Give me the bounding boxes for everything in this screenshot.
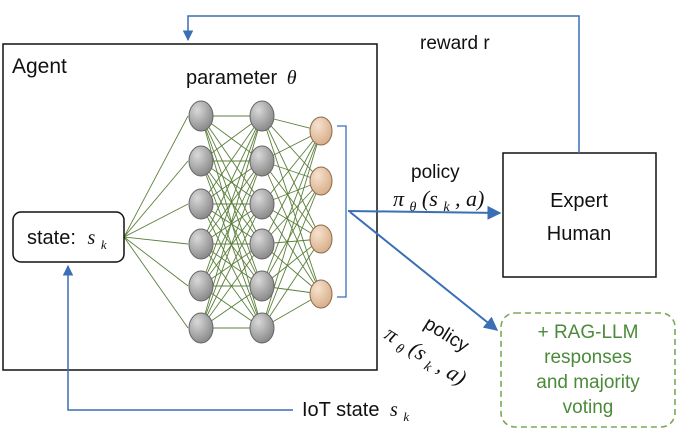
output-node: [309, 224, 333, 254]
output-edge: [261, 115, 322, 182]
input-edge: [123, 236, 189, 245]
output-bracket: [337, 125, 347, 298]
iot-state-label: IoT state s k: [302, 399, 409, 424]
hidden-node-layer-1: [188, 228, 214, 260]
hidden-edge: [200, 243, 263, 329]
hidden-edge: [200, 203, 263, 329]
input-edge: [123, 115, 189, 238]
rag-line-1: + RAG-LLM: [538, 322, 639, 343]
hidden-edge: [200, 115, 263, 205]
hidden-edge: [200, 160, 263, 329]
hidden-node-layer-1: [188, 270, 214, 302]
policy-arrow-expert: [347, 205, 502, 220]
neural-network: [188, 100, 333, 344]
hidden-edge: [200, 115, 263, 245]
output-edge: [261, 130, 322, 245]
hidden-edge: [200, 160, 263, 245]
output-edge: [261, 180, 322, 245]
output-edge: [261, 115, 322, 240]
output-edge: [261, 130, 322, 287]
state-box: [12, 211, 125, 263]
rag-llm-box: [500, 312, 676, 428]
rag-line-4: voting: [563, 397, 614, 418]
rag-line-3: and majority: [536, 372, 640, 393]
hidden-edge: [200, 115, 263, 287]
iot-state-arrow: [62, 264, 293, 411]
hidden-node-layer-2: [249, 228, 275, 260]
policy-diagonal-label: policy π θ (s k , a): [380, 313, 472, 390]
network-connections: [123, 115, 322, 329]
output-edge: [261, 238, 322, 329]
input-edge: [123, 203, 189, 238]
output-node: [309, 166, 333, 196]
policy-label-top: policy: [411, 162, 460, 183]
hidden-node-layer-2: [249, 100, 275, 132]
state-label: state: s k: [27, 227, 107, 252]
output-node: [309, 116, 333, 146]
parameter-label: parameter θ: [186, 67, 297, 89]
hidden-node-layer-1: [188, 312, 214, 344]
output-edge: [261, 180, 322, 329]
expert-human-box: [502, 152, 657, 278]
hidden-node-layer-1: [188, 100, 214, 132]
reward-arrow: [182, 15, 580, 153]
output-edge: [261, 160, 322, 295]
input-edge: [123, 236, 189, 287]
expert-label: Expert: [550, 190, 608, 212]
hidden-node-layer-2: [249, 145, 275, 177]
output-edge: [261, 130, 322, 205]
output-node: [309, 279, 333, 309]
hidden-node-layer-2: [249, 312, 275, 344]
agent-title: Agent: [12, 55, 67, 78]
policy-arrow-rag: [349, 211, 499, 331]
hidden-node-layer-1: [188, 145, 214, 177]
hidden-node-layer-2: [249, 188, 275, 220]
agent-box: [2, 43, 378, 371]
output-edge: [261, 160, 322, 240]
human-label: Human: [547, 223, 611, 245]
output-edge: [261, 180, 322, 287]
output-edge: [261, 203, 322, 295]
input-edge: [123, 236, 189, 329]
rag-line-2: responses: [544, 347, 632, 368]
reward-label: reward r: [420, 33, 490, 54]
policy-formula-top: π θ (s k , a): [393, 186, 484, 216]
hidden-node-layer-2: [249, 270, 275, 302]
hidden-node-layer-1: [188, 188, 214, 220]
input-edge: [123, 160, 189, 238]
output-edge: [261, 115, 322, 295]
